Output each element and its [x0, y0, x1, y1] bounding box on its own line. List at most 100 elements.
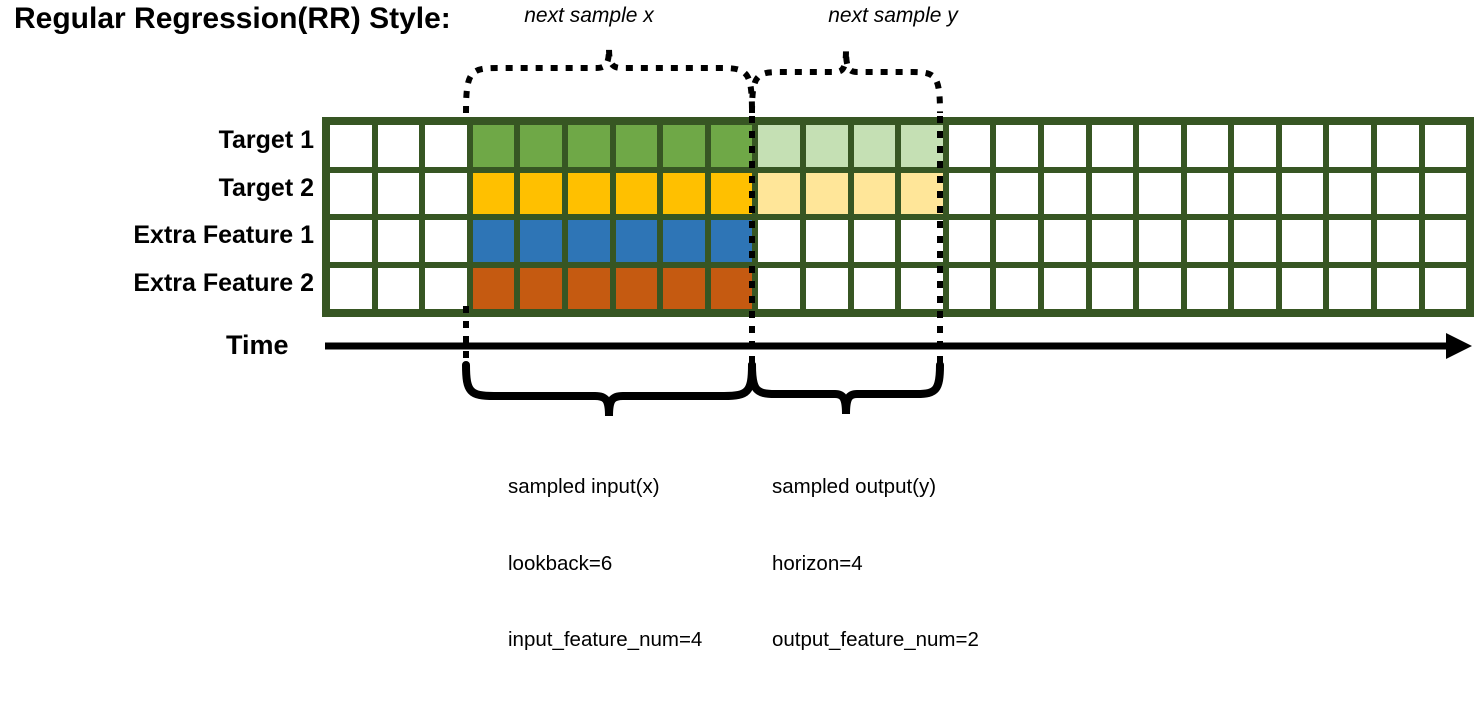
grid-cell: [1183, 122, 1232, 170]
grid-cell: [1040, 217, 1089, 265]
grid-cell: [469, 122, 518, 170]
grid-cell: [802, 122, 851, 170]
grid-cell: [422, 122, 470, 170]
grid-cell: [517, 122, 565, 170]
grid-cell: [1088, 169, 1137, 217]
sampled-output-line-2: horizon=4: [772, 551, 863, 575]
grid-cell: [898, 122, 946, 170]
row-label-target-1: Target 1: [218, 126, 314, 154]
grid-cell: [1374, 217, 1422, 265]
grid-cell: [707, 264, 756, 312]
grid-cell: [422, 169, 470, 217]
grid-cell: [374, 169, 423, 217]
grid-cell: [850, 217, 899, 265]
grid-cell: [755, 122, 803, 170]
grid-row-extra-feature-2: [327, 264, 1470, 312]
brace-next-sample-y: [749, 49, 943, 114]
grid-cell: [707, 217, 756, 265]
time-axis-arrow: [325, 333, 1472, 359]
grid-cell: [1231, 122, 1279, 170]
grid-cell: [374, 122, 423, 170]
grid-cell: [850, 169, 899, 217]
grid-cell: [1278, 264, 1327, 312]
grid-cell: [993, 169, 1041, 217]
grid-cell: [1326, 264, 1375, 312]
brace-sampled-output: [748, 361, 944, 415]
grid-cell: [993, 217, 1041, 265]
grid-cell: [469, 264, 518, 312]
grid-cell: [660, 264, 708, 312]
grid-cell: [1421, 122, 1470, 170]
grid-cell: [1231, 264, 1279, 312]
dotted-guides: [463, 116, 943, 372]
grid-cell: [612, 122, 661, 170]
grid-cell: [802, 169, 851, 217]
grid-cell: [1421, 264, 1470, 312]
grid-cell: [755, 264, 803, 312]
grid-cell: [327, 169, 375, 217]
grid-cell: [850, 122, 899, 170]
grid-cell: [564, 169, 613, 217]
grid-cell: [993, 264, 1041, 312]
grid-cell: [802, 264, 851, 312]
row-label-extra-feature-2: Extra Feature 2: [133, 269, 314, 297]
grid-cell: [1040, 264, 1089, 312]
grid-cell: [327, 217, 375, 265]
grid-cell: [755, 169, 803, 217]
row-label-target-2: Target 2: [218, 174, 314, 202]
time-axis-label: Time: [226, 330, 289, 360]
next-sample-x-label: next sample x: [524, 4, 655, 27]
grid-cell: [1088, 217, 1137, 265]
grid-cell: [1374, 169, 1422, 217]
grid-cell: [707, 122, 756, 170]
grid-cell: [374, 217, 423, 265]
grid-cell: [1326, 217, 1375, 265]
grid-cell: [1374, 122, 1422, 170]
grid-row-target-1: [327, 122, 1470, 170]
grid-cell: [660, 217, 708, 265]
sampled-input-line-3: input_feature_num=4: [508, 628, 703, 651]
brace-next-sample-x: [463, 47, 755, 114]
grid-cell: [422, 264, 470, 312]
grid-cell: [1278, 169, 1327, 217]
sampled-output-line-1: sampled output(y): [772, 475, 937, 498]
grid-cell: [1136, 264, 1184, 312]
grid-cell: [327, 264, 375, 312]
grid-cell: [612, 217, 661, 265]
annotation-overlay: next sample x next sample y: [325, 4, 1472, 417]
grid-cell: [1183, 264, 1232, 312]
grid-cell: [755, 217, 803, 265]
grid-cell: [1326, 122, 1375, 170]
row-label-column: Target 1 Target 2 Extra Feature 1 Extra …: [8, 0, 314, 297]
grid-cell: [469, 217, 518, 265]
grid-cell: [612, 264, 661, 312]
grid-cell: [422, 217, 470, 265]
grid-cell: [1231, 169, 1279, 217]
grid-cell: [802, 217, 851, 265]
grid-row-extra-feature-1: [327, 217, 1470, 265]
grid-cell: [612, 169, 661, 217]
grid-cell: [1136, 217, 1184, 265]
row-label-extra-feature-1: Extra Feature 1: [133, 221, 314, 249]
grid-cell: [564, 264, 613, 312]
grid-cell: [1136, 122, 1184, 170]
grid-cell: [469, 169, 518, 217]
page-title: Regular Regression(RR) Style:: [14, 2, 451, 35]
grid-cell: [1421, 217, 1470, 265]
grid-cell: [517, 217, 565, 265]
grid-cell: [517, 264, 565, 312]
sampled-input-line-1: sampled input(x): [508, 475, 660, 498]
grid-cell: [1088, 264, 1137, 312]
grid-cell: [1421, 169, 1470, 217]
grid-cell: [1040, 122, 1089, 170]
grid-cell: [327, 122, 375, 170]
grid-cell: [850, 264, 899, 312]
grid-cell: [945, 217, 994, 265]
grid-cell: [564, 217, 613, 265]
grid-cell: [1278, 217, 1327, 265]
grid-cell: [1088, 122, 1137, 170]
diagram-canvas: Regular Regression(RR) Style: Target 1 T…: [8, 0, 1475, 651]
sampled-output-line-3: output_feature_num=2: [772, 628, 979, 651]
grid-cell: [564, 122, 613, 170]
brace-sampled-input: [462, 361, 756, 417]
